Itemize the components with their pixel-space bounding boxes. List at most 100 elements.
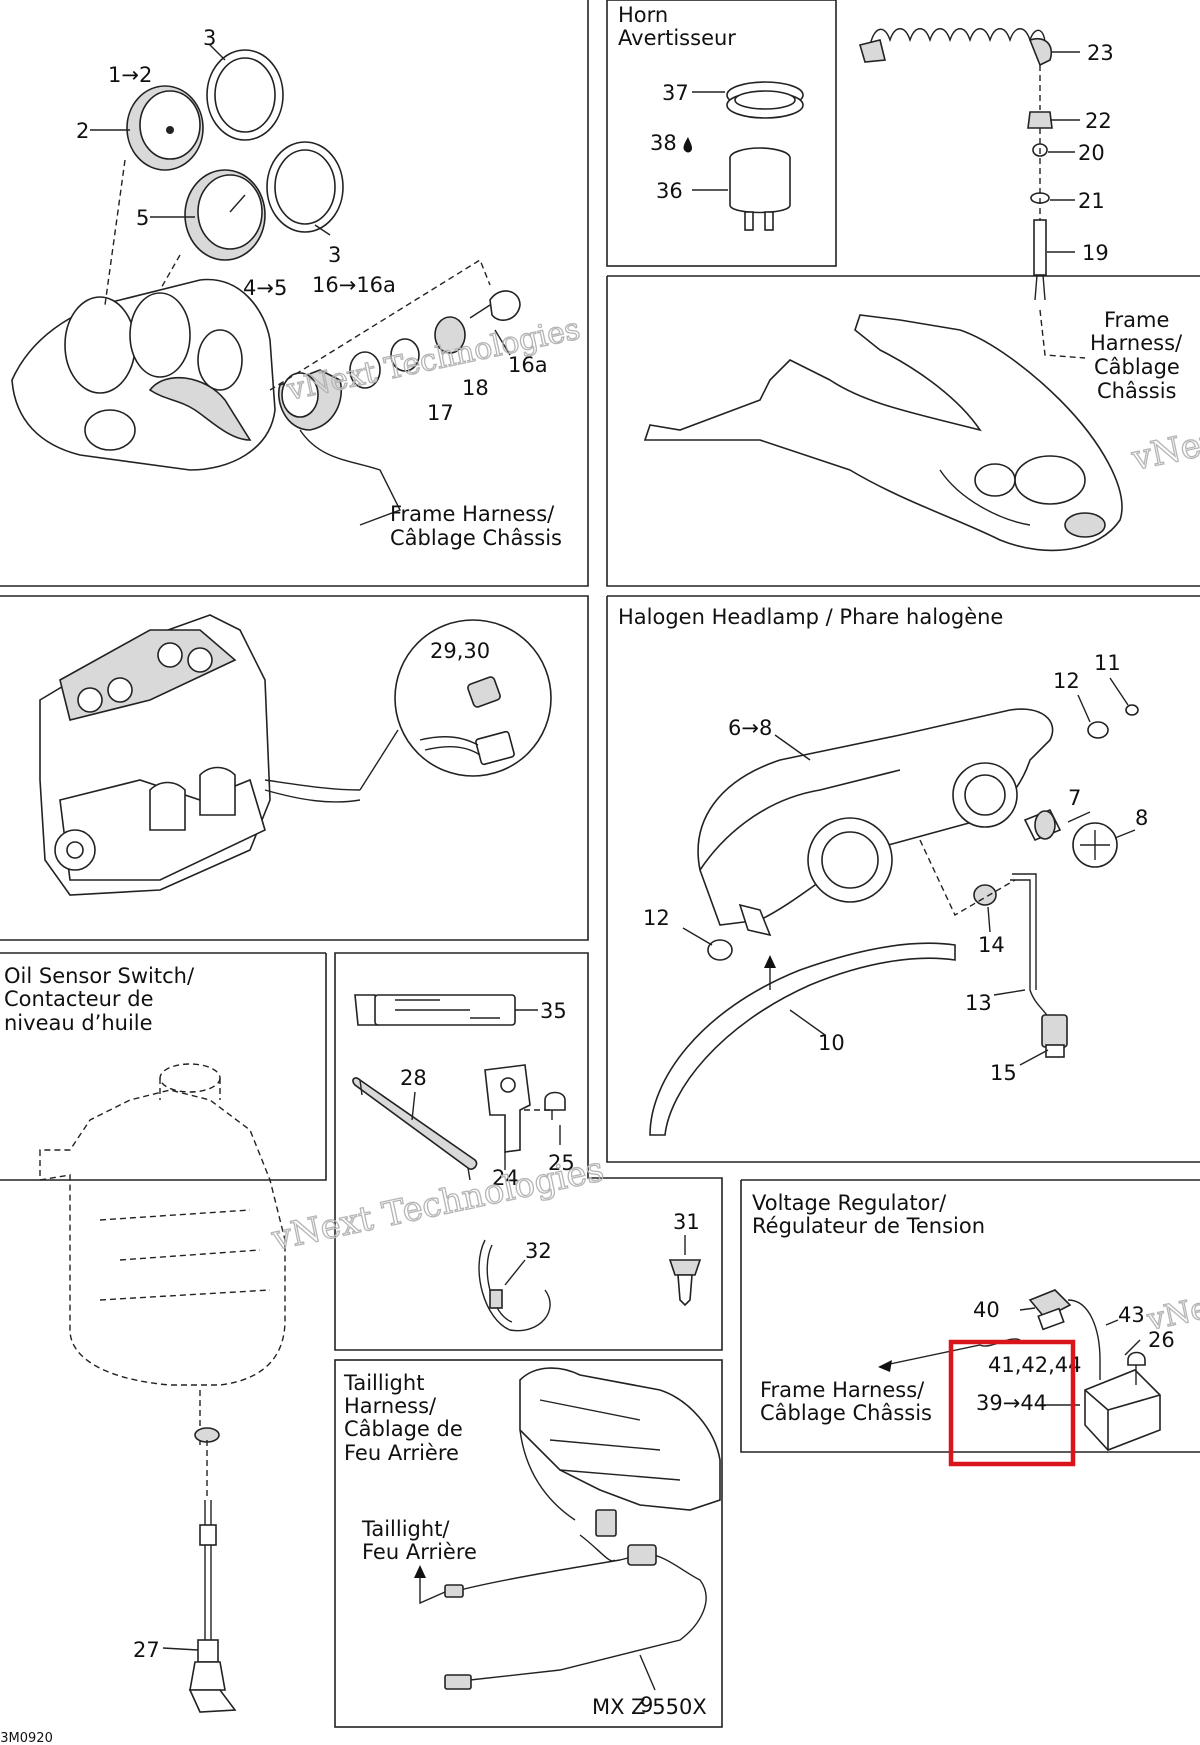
horn-panel: Horn Avertisseur 37 38 36 xyxy=(618,3,804,231)
hood-panel: 23 22 20 21 19 Frame Harness/ Câblage Ch… xyxy=(643,28,1183,552)
callout-1-2: 1→2 xyxy=(108,63,152,87)
trim-strip-10-part xyxy=(649,942,956,1136)
callout-26: 26 xyxy=(1148,1328,1175,1352)
callout-2: 2 xyxy=(76,119,89,143)
callout-28: 28 xyxy=(400,1066,427,1090)
watermark-4: vNext Technologies xyxy=(1143,1242,1200,1338)
engine-panel: 29,30 xyxy=(39,614,552,896)
grommet-12-lower xyxy=(707,939,733,961)
post-part xyxy=(1027,111,1053,301)
svg-text:Frame Harness/: Frame Harness/ xyxy=(390,502,555,526)
figure-code: 63M0920 xyxy=(0,1731,53,1745)
bezel-ring-3-lower-part xyxy=(266,141,344,233)
oil-title-3: niveau d’huile xyxy=(4,1011,153,1035)
taillight-panel: Taillight Harness/ Câblage de Feu Arrièr… xyxy=(343,1367,721,1719)
callout-24: 24 xyxy=(492,1166,519,1190)
callout-20: 20 xyxy=(1078,141,1105,165)
oil-tank-part xyxy=(39,1063,286,1500)
gauge-2-part xyxy=(126,85,204,171)
screw-25-part xyxy=(544,1091,566,1120)
connector-29-30-part xyxy=(419,676,515,766)
taillight-caption: Taillight/ Feu Arrière xyxy=(361,1517,477,1564)
taillight-title-3: Câblage de xyxy=(344,1417,463,1441)
oil-switch-27-part xyxy=(188,1500,237,1713)
callout-29-30: 29,30 xyxy=(430,639,490,663)
gauge-5-part xyxy=(184,169,266,261)
rear-frame-part xyxy=(519,1367,721,1521)
callout-38: 38 xyxy=(650,131,677,155)
callout-36: 36 xyxy=(656,179,683,203)
callout-31: 31 xyxy=(673,1210,700,1234)
callout-4-5: 4→5 xyxy=(243,276,287,300)
svg-text:Câblage: Câblage xyxy=(1094,355,1180,379)
regulator-box-part xyxy=(1084,1369,1161,1451)
svg-text:Harness/: Harness/ xyxy=(1090,331,1183,355)
headlamp-title: Halogen Headlamp / Phare halogène xyxy=(618,605,1003,629)
callout-14: 14 xyxy=(978,933,1005,957)
svg-text:Taillight/: Taillight/ xyxy=(361,1517,450,1541)
bulb-7-part xyxy=(1023,808,1062,842)
callout-21: 21 xyxy=(1078,189,1105,213)
ignition-switch-part xyxy=(278,290,521,526)
horn-title: Horn xyxy=(618,3,668,27)
callout-39-44: 39→44 xyxy=(976,1391,1047,1415)
retainer-8-part xyxy=(1072,822,1118,868)
bezel-ring-3-upper-part xyxy=(206,49,284,141)
callout-9: 9 xyxy=(640,1693,653,1717)
taillight-title-4: Feu Arrière xyxy=(344,1441,459,1465)
watermark-2: vNext Technologies xyxy=(268,1149,608,1259)
callout-3-upper: 3 xyxy=(203,26,216,50)
coiled-cord-part xyxy=(869,28,1046,46)
svg-text:Châssis: Châssis xyxy=(1097,379,1177,403)
callout-10: 10 xyxy=(818,1031,845,1055)
callout-15: 15 xyxy=(990,1061,1017,1085)
callout-35: 35 xyxy=(540,999,567,1023)
callout-22: 22 xyxy=(1085,109,1112,133)
nut-11 xyxy=(1125,704,1139,716)
headlamp-assembly-part xyxy=(697,708,1054,937)
horn-ring-part xyxy=(726,81,804,119)
voltage-regulator-panel: Voltage Regulator/ Régulateur de Tension… xyxy=(752,1191,1175,1467)
callout-37: 37 xyxy=(662,81,689,105)
svg-text:Câblage Châssis: Câblage Châssis xyxy=(760,1401,932,1425)
callout-16a: 16a xyxy=(508,353,548,377)
taillight-title-2: Harness/ xyxy=(344,1394,437,1418)
svg-text:Frame Harness/: Frame Harness/ xyxy=(760,1378,925,1402)
screw-26-part xyxy=(1127,1351,1146,1385)
callout-43: 43 xyxy=(1118,1303,1145,1327)
hose-13 xyxy=(1010,879,1051,1021)
svg-text:Frame: Frame xyxy=(1104,308,1169,332)
dashboard-console-part xyxy=(11,278,276,471)
callout-12-lower: 12 xyxy=(643,906,670,930)
highlight-box xyxy=(948,1339,1076,1467)
horn-title-fr: Avertisseur xyxy=(618,26,736,50)
misc-parts-panel: 35 28 24 25 31 32 xyxy=(352,994,702,1332)
callout-18: 18 xyxy=(462,376,489,400)
callout-8: 8 xyxy=(1135,806,1148,830)
callout-11: 11 xyxy=(1094,651,1121,675)
taillight-harness-9-part xyxy=(444,1509,707,1690)
svg-text:Câblage Châssis: Câblage Châssis xyxy=(390,526,562,550)
horn-body-part xyxy=(729,147,791,231)
gauges-callouts: 1→2 2 3 3 5 4→5 16→16a 16a 17 18 xyxy=(76,26,548,425)
cable-tie-32-part xyxy=(478,1239,551,1332)
bracket-24-part xyxy=(484,1064,531,1153)
hood-frame-harness-caption: Frame Harness/ Câblage Châssis xyxy=(1090,308,1183,403)
callout-5: 5 xyxy=(136,206,149,230)
callout-6-8: 6→8 xyxy=(728,716,772,740)
socket-15-part xyxy=(1041,1014,1068,1058)
gauges-frame-harness-caption: Frame Harness/ Câblage Châssis xyxy=(390,502,562,550)
oil-drop-icon xyxy=(683,137,692,153)
gauges-leaders xyxy=(90,44,511,356)
callout-19: 19 xyxy=(1082,241,1109,265)
foam-strip-28-part xyxy=(352,1077,478,1181)
taillight-title-1: Taillight xyxy=(343,1371,424,1395)
callout-27: 27 xyxy=(133,1638,160,1662)
oil-title-2: Contacteur de xyxy=(4,987,154,1011)
push-rivet-31-part xyxy=(668,1259,702,1307)
headlamp-panel: Halogen Headlamp / Phare halogène xyxy=(618,605,1148,1136)
sealant-tube-35-part xyxy=(354,994,516,1026)
svg-text:Feu Arrière: Feu Arrière xyxy=(362,1540,477,1564)
callout-16-16a: 16→16a xyxy=(312,273,396,297)
